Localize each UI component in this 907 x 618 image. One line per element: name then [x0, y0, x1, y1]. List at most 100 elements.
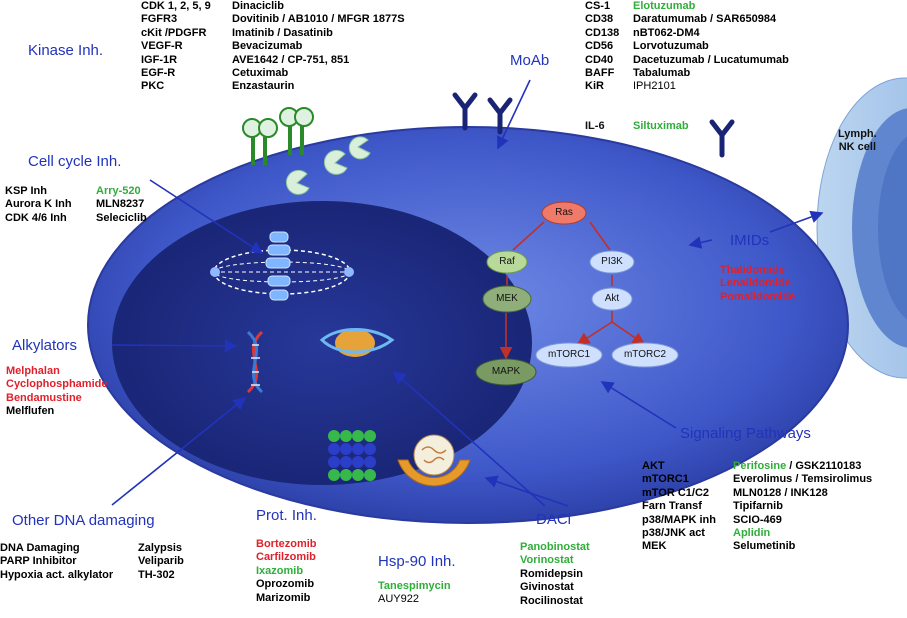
- other-dna-target: DNA Damaging: [0, 542, 80, 554]
- kinase-drugs: Dinaciclib Dovitinib / AB1010 / MFGR 187…: [232, 0, 405, 94]
- cell-cycle-drug: Seleciclib: [96, 211, 147, 224]
- signaling-targets: AKT mTORC1 mTOR C1/C2 Farn Transf p38/MA…: [642, 460, 716, 554]
- alkylators-title: Alkylators: [12, 337, 78, 354]
- daci-drug: Romidepsin: [520, 567, 583, 580]
- nk-line-2: NK cell: [838, 141, 876, 153]
- signaling-target: p38/MAPK inh: [642, 513, 716, 526]
- other-dna-title: Other DNA damaging: [12, 512, 155, 529]
- hsp-drug: Tanespimycin: [378, 580, 451, 592]
- signaling-drug: Everolimus / Temsirolimus: [733, 473, 873, 486]
- nucleus: [112, 201, 532, 485]
- dna-helix: [246, 330, 264, 394]
- other-dna-drug: Zalypsis: [138, 542, 183, 554]
- signaling-target: p38/JNK act: [642, 527, 705, 540]
- imids-title: IMIDs: [730, 232, 770, 249]
- signaling-target: Farn Transf: [642, 500, 702, 513]
- signaling-target: MEK: [642, 540, 667, 553]
- moab-targets: CS-1 CD38 CD138 CD56 CD40 BAFF KiR: [585, 0, 619, 94]
- prot-drug: Carfilzomib: [256, 551, 316, 564]
- other-dna-drug: Veliparib: [138, 555, 184, 568]
- moab-target: CS-1: [585, 0, 611, 12]
- daci-drugs: Panobinostat Vorinostat Romidepsin Givin…: [520, 541, 590, 608]
- alkylator-drug: Melphalan: [6, 365, 60, 377]
- il6-target: IL-6: [585, 120, 605, 132]
- pathway-nodes: [475, 201, 679, 386]
- daci-drug: Givinostat: [520, 581, 574, 594]
- moab-target: CD40: [585, 53, 614, 66]
- signaling-drugs: Perifosine / GSK2110183 Everolimus / Tem…: [733, 460, 873, 553]
- alkylator-drug: Bendamustine: [6, 391, 82, 404]
- hsp-title: Hsp-90 Inh.: [378, 553, 456, 570]
- cell-cycle-drug: MLN8237: [96, 198, 145, 211]
- il6-drug: Siltuximab: [633, 120, 689, 132]
- daci-title: DACi: [536, 511, 572, 528]
- kinase-target: EGF-R: [141, 67, 176, 80]
- moab-drug: Elotuzumab: [633, 0, 696, 12]
- node-raf: Raf: [499, 256, 515, 267]
- alkylators-drugs: Melphalan Cyclophosphamide Bendamustine …: [6, 365, 107, 419]
- signaling-title: Signaling Pathways: [680, 425, 811, 442]
- kinase-target: FGFR3: [141, 13, 178, 26]
- daci-drug: Panobinostat: [520, 541, 590, 553]
- kinase-target: cKit /PDGFR: [141, 26, 207, 39]
- signaling-target: mTOR C1/C2: [642, 486, 710, 499]
- kinase-target: IGF-1R: [141, 53, 178, 66]
- node-ras: Ras: [555, 207, 573, 218]
- hsp-drug: AUY922: [378, 593, 419, 606]
- prot-drug: Bortezomib: [256, 538, 317, 550]
- cell-cycle-targets: KSP Inh Aurora K Inh CDK 4/6 Inh: [5, 185, 72, 225]
- alkylator-drug: Melflufen: [6, 405, 55, 418]
- other-dna-target: PARP Inhibitor: [0, 555, 77, 568]
- ligands: [285, 136, 371, 195]
- signaling-drug: Perifosine: [733, 460, 787, 472]
- signaling-drug: SCIO-469: [733, 513, 782, 526]
- kinase-drug: Dinaciclib: [232, 0, 284, 12]
- kinase-target: PKC: [141, 80, 165, 93]
- moab-target: CD56: [585, 40, 614, 53]
- imids-drugs: Thalidomide Lenalidomide Pomalidomide: [720, 264, 795, 304]
- prot-drug: Oprozomib: [256, 578, 315, 591]
- daci-drug: Vorinostat: [520, 554, 574, 567]
- node-mtorc2: mTORC2: [623, 349, 667, 360]
- nk-line-1: Lymph.: [838, 128, 877, 140]
- prot-drug: Ixazomib: [256, 564, 304, 577]
- pathway-edges: [499, 221, 646, 360]
- nk-cell-label: Lymph. NK cell: [838, 128, 877, 154]
- imids-drug: Pomalidomide: [720, 290, 796, 303]
- prot-drugs: Bortezomib Carfilzomib Ixazomib Oprozomi…: [256, 538, 317, 605]
- moab-target: KiR: [585, 80, 604, 93]
- moab-drug: Lorvotuzumab: [633, 40, 709, 53]
- other-dna-target: Hypoxia act. alkylator: [0, 568, 114, 581]
- alkylator-drug: Cyclophosphamide: [6, 378, 108, 391]
- cell-cycle-title: Cell cycle Inh.: [28, 153, 122, 170]
- moab-drug: nBT062-DM4: [633, 26, 700, 39]
- node-akt: Akt: [604, 293, 620, 304]
- cell-cycle-target: Aurora K Inh: [5, 198, 72, 211]
- node-mtorc1: mTORC1: [547, 349, 591, 360]
- moab-target: CD38: [585, 13, 614, 26]
- kinase-target: CDK 1, 2, 5, 9: [141, 0, 211, 12]
- signaling-drug: GSK2110183: [795, 460, 862, 472]
- moab-title: MoAb: [510, 52, 550, 69]
- moab-target: CD138: [585, 26, 620, 39]
- cell-cycle-drugs: Arry-520 MLN8237 Seleciclib: [96, 185, 147, 225]
- kinase-target: VEGF-R: [141, 40, 183, 53]
- kinase-drug: AVE1642 / CP-751, 851: [232, 53, 350, 66]
- cell-cycle-target: CDK 4/6 Inh: [5, 211, 67, 224]
- signaling-drug: Selumetinib: [733, 540, 796, 553]
- kinase-drug: Bevacizumab: [232, 40, 303, 53]
- kinase-drug: Imatinib / Dasatinib: [232, 26, 333, 39]
- imids-drug: Thalidomide: [720, 264, 785, 276]
- moab-target: BAFF: [585, 67, 615, 80]
- moab-drugs: Elotuzumab Daratumumab / SAR650984 nBT06…: [633, 0, 789, 94]
- moab-drug: Dacetuzumab / Lucatumumab: [633, 53, 789, 66]
- signaling-target: mTORC1: [642, 473, 689, 486]
- signaling-target: AKT: [642, 460, 665, 472]
- pointer-arrows: [111, 79, 824, 507]
- daci-drug: Rocilinostat: [520, 594, 583, 607]
- cell-cycle-drug: Arry-520: [96, 185, 141, 197]
- hsp90-chaperone: [397, 434, 471, 487]
- node-mek: MEK: [496, 293, 518, 304]
